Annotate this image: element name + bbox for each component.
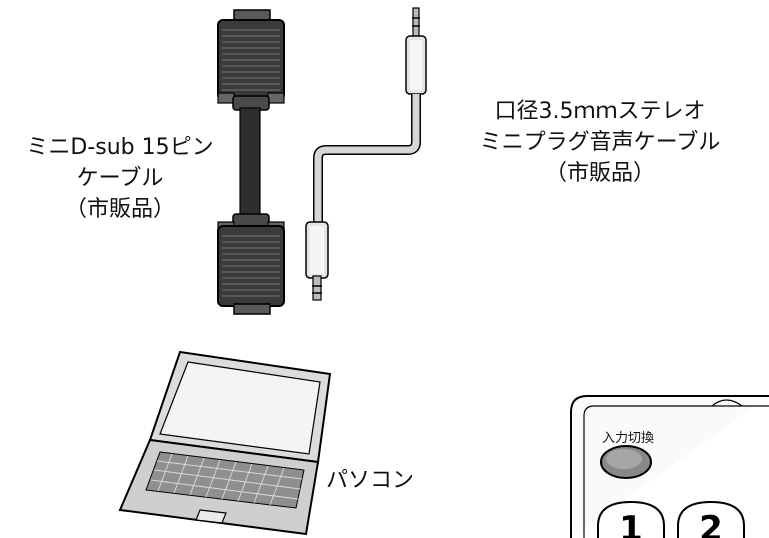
number-2-label: 2: [699, 509, 723, 538]
number-1-label: 1: [619, 509, 643, 538]
remote-control-illustration: 1 2: [570, 395, 769, 538]
pc-label: パソコン: [326, 468, 415, 493]
audio-cable-label-line2: ミニプラグ音声ケーブル: [479, 130, 721, 155]
vga-cable-illustration: [217, 9, 285, 315]
laptop-illustration: [118, 350, 332, 536]
input-switch-label: 入力切換: [602, 431, 655, 446]
number-2-button: [677, 500, 745, 538]
audio-cable-label: 口径3.5ｍｍステレオ ミニプラグ音声ケーブル （市販品）: [440, 96, 760, 189]
audio-cable-label-line3: （市販品）: [544, 161, 655, 186]
vga-cable-label-line2: ケーブル: [76, 166, 164, 191]
vga-cable-label: ミニD-sub 15ピン ケーブル （市販品）: [4, 132, 236, 225]
audio-cable-illustration: [305, 7, 427, 301]
vga-cable-label-line3: （市販品）: [64, 197, 175, 222]
number-1-button: [597, 500, 665, 538]
vga-cable-label-line1: ミニD-sub 15ピン: [26, 135, 214, 160]
audio-cable-label-line1: 口径3.5ｍｍステレオ: [494, 99, 706, 124]
